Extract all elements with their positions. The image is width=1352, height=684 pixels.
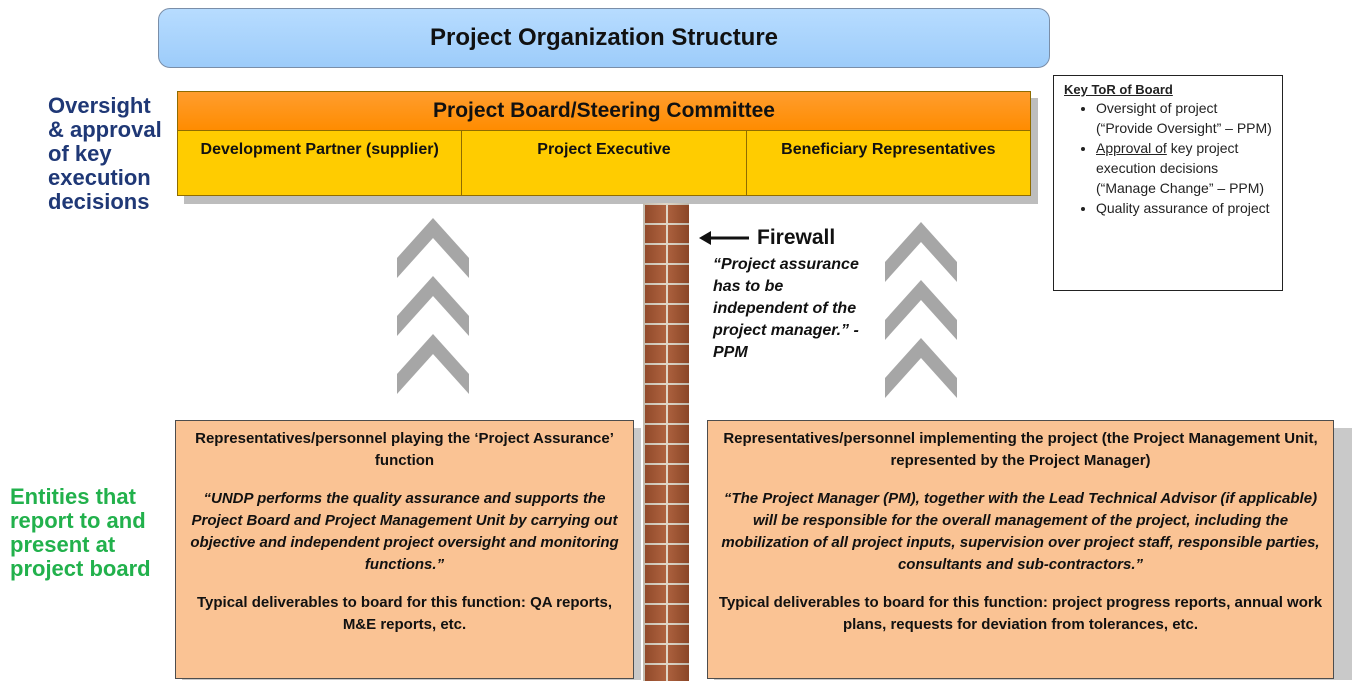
left-arrow-icon	[699, 231, 749, 245]
oversight-label: Oversight & approval of key execution de…	[48, 94, 162, 214]
board-cell-project-executive: Project Executive	[462, 131, 747, 195]
entities-label-text: Entities that report to and present at p…	[10, 484, 151, 581]
brick-wall-shading	[643, 203, 689, 681]
firewall-brick-wall	[643, 203, 689, 681]
board-cell-beneficiary: Beneficiary Representatives	[781, 141, 996, 158]
pmu-quote: “The Project Manager (PM), together with…	[721, 490, 1320, 573]
key-tor-item: Oversight of project (“Provide Oversight…	[1096, 98, 1276, 138]
chevron-up-icon	[397, 218, 469, 394]
oversight-label-text: Oversight & approval of key execution de…	[48, 93, 162, 214]
page-title: Project Organization Structure	[158, 8, 1050, 68]
firewall-callout: Firewall	[699, 226, 835, 250]
key-tor-item-text: key project execution decisions (“Manage…	[1096, 140, 1265, 196]
firewall-quote: “Project assurance has to be independent…	[713, 256, 859, 361]
pmu-heading: Representatives/personnel implementing t…	[723, 430, 1318, 469]
chevron-up-icon	[885, 222, 957, 398]
project-assurance-box: Representatives/personnel playing the ‘P…	[175, 420, 634, 679]
key-tor-box: Key ToR of Board Oversight of project (“…	[1053, 75, 1283, 291]
entities-label: Entities that report to and present at p…	[10, 485, 151, 581]
board-title-text: Project Board/Steering Committee	[433, 99, 775, 122]
firewall-label: Firewall	[757, 226, 836, 249]
assurance-deliverables: Typical deliverables to board for this f…	[196, 594, 613, 633]
key-tor-item: Approval of key project execution decisi…	[1096, 138, 1276, 198]
board-members: Development Partner (supplier) Project E…	[178, 131, 1030, 195]
key-tor-underline: Approval of	[1096, 140, 1167, 156]
assurance-heading: Representatives/personnel playing the ‘P…	[195, 430, 614, 469]
assurance-quote: “UNDP performs the quality assurance and…	[190, 490, 619, 573]
key-tor-list: Oversight of project (“Provide Oversight…	[1064, 98, 1276, 218]
board-cell-development-partner: Development Partner (supplier)	[178, 131, 463, 195]
key-tor-title: Key ToR of Board	[1064, 82, 1173, 97]
project-board: Project Board/Steering Committee Develop…	[177, 91, 1031, 196]
pmu-deliverables: Typical deliverables to board for this f…	[718, 594, 1323, 633]
project-management-unit-box: Representatives/personnel implementing t…	[707, 420, 1334, 679]
board-title: Project Board/Steering Committee	[178, 92, 1030, 131]
key-tor-item: Quality assurance of project	[1096, 198, 1276, 218]
page-title-text: Project Organization Structure	[429, 24, 779, 51]
